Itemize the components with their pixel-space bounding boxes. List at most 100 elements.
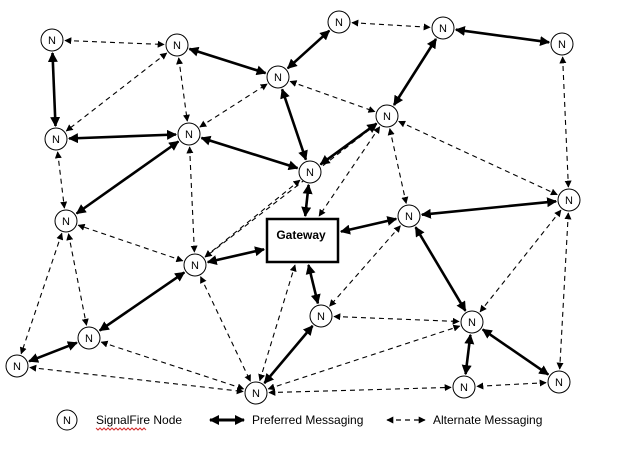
node-circle <box>460 310 484 334</box>
signalfire-node-n14: N <box>183 253 207 277</box>
preferred-link-n16-n21 <box>481 328 550 376</box>
node-letter: N <box>439 23 447 35</box>
node-letter: N <box>274 72 282 84</box>
legend-node-label: SignalFire Node <box>96 413 182 427</box>
preferred-link-n4-n5 <box>454 25 551 47</box>
node-letter: N <box>48 35 56 47</box>
alternate-link-n15-n16 <box>333 313 460 325</box>
alternate-link-n7-GW <box>318 126 381 217</box>
alternate-link-n3-n4 <box>351 19 431 31</box>
signalfire-node-n19: N <box>244 381 268 405</box>
node-letter: N <box>191 260 199 272</box>
node-letter: N <box>558 39 566 51</box>
preferred-link-n4-n7 <box>392 38 438 106</box>
signalfire-node-n18: N <box>5 354 29 378</box>
signalfire-node-n11: N <box>557 188 581 212</box>
alternate-link-n7-n11 <box>398 120 558 196</box>
gateway-box <box>265 217 340 264</box>
preferred-link-n6-n10 <box>280 88 308 161</box>
alternate-link-n12-n17 <box>66 233 89 326</box>
node-circle <box>54 209 78 233</box>
legend-spellcheck-underline <box>95 427 147 431</box>
node-circle <box>165 33 189 57</box>
legend-alternate-label: Alternate Messaging <box>433 413 542 427</box>
alternate-link-n10-n14 <box>204 179 301 258</box>
legend: N SignalFire Node Preferred Messaging Al… <box>56 409 542 431</box>
node-circle <box>550 32 574 56</box>
signalfire-node-n21: N <box>547 370 571 394</box>
gateway-label: Gateway <box>276 228 326 242</box>
preferred-link-n8-n9 <box>68 129 177 144</box>
node-circle <box>183 253 207 277</box>
alternate-link-n14-n12 <box>77 223 184 263</box>
alternate-link-n1-n2 <box>64 37 165 48</box>
node-circle <box>266 65 290 89</box>
signalfire-node-n6: N <box>266 65 290 89</box>
alternate-link-n9-n14 <box>186 146 198 253</box>
signalfire-node-n15: N <box>309 304 333 328</box>
signalfire-node-n16: N <box>460 310 484 334</box>
preferred-link-n19-n15 <box>263 325 314 384</box>
alternate-link-n21-n20 <box>476 379 547 390</box>
node-letter: N <box>185 129 193 141</box>
signalfire-node-n20: N <box>452 375 476 399</box>
preferred-link-n13-n11 <box>420 197 558 219</box>
node-letter: N <box>252 388 260 400</box>
preferred-link-GW-n14 <box>206 246 265 265</box>
legend-node-circle <box>56 409 78 431</box>
alternate-link-n13-n15 <box>329 225 401 307</box>
preferred-link-n1-n8 <box>47 52 61 127</box>
legend-preferred-label: Preferred Messaging <box>252 413 363 427</box>
alternate-link-n14-n19 <box>200 276 251 382</box>
node-letter: N <box>565 195 573 207</box>
node-circle <box>5 354 29 378</box>
signalfire-node-n4: N <box>431 16 455 40</box>
link-layer <box>19 19 572 396</box>
node-circle <box>557 188 581 212</box>
node-circle <box>327 10 351 34</box>
alternate-link-n2-n9 <box>176 57 190 122</box>
signalfire-node-n9: N <box>177 122 201 146</box>
preferred-link-n10-GW <box>301 183 313 217</box>
alternate-link-n11-n16 <box>479 209 562 313</box>
signalfire-node-n10: N <box>298 160 322 184</box>
signalfire-node-n7: N <box>375 104 399 128</box>
node-circle <box>44 127 68 151</box>
signalfire-node-n2: N <box>165 33 189 57</box>
node-letter: N <box>317 311 325 323</box>
alternate-link-n2-n8 <box>65 52 168 132</box>
preferred-link-n9-n10 <box>200 135 299 171</box>
node-circle <box>452 375 476 399</box>
preferred-link-GW-n15 <box>305 264 321 305</box>
preferred-link-n9-n12 <box>75 140 180 215</box>
alternate-link-n11-n21 <box>556 212 572 370</box>
alternate-link-n19-GW <box>258 264 297 382</box>
node-circle <box>309 304 333 328</box>
alternate-link-n19-n16 <box>267 324 461 391</box>
signalfire-node-n5: N <box>550 32 574 56</box>
node-letter: N <box>13 361 21 373</box>
alternate-link-n9-n6 <box>199 83 268 128</box>
signalfire-node-n3: N <box>327 10 351 34</box>
node-letter: N <box>335 17 343 29</box>
node-circle <box>177 122 201 146</box>
preferred-link-n17-n18 <box>28 341 78 363</box>
node-circle <box>375 104 399 128</box>
node-letter: N <box>460 382 468 394</box>
node-circle <box>40 28 64 52</box>
node-letter: N <box>62 216 70 228</box>
preferred-link-n6-n3 <box>286 29 331 70</box>
alternate-link-n12-n18 <box>19 232 64 355</box>
alternate-link-n7-n13 <box>387 128 409 204</box>
node-letter: N <box>52 134 60 146</box>
node-circle <box>77 326 101 350</box>
node-circle <box>298 160 322 184</box>
alternate-link-n17-n19 <box>100 340 245 391</box>
preferred-link-n13-n16 <box>414 226 467 312</box>
signalfire-node-n1: N <box>40 28 64 52</box>
alternate-link-n5-n11 <box>559 56 572 188</box>
node-letter: N <box>405 211 413 223</box>
